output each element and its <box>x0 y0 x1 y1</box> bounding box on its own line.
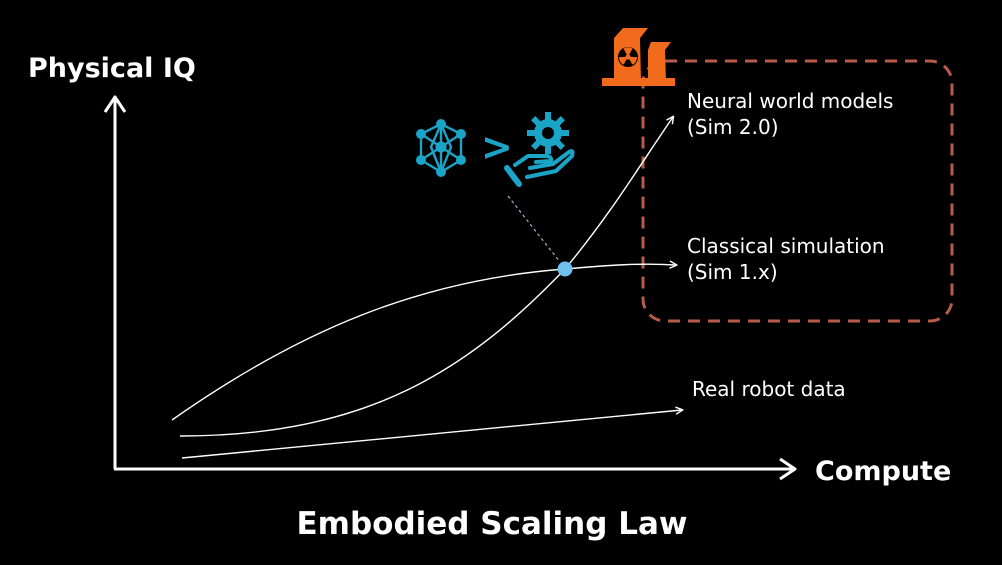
x-axis-arrowhead <box>779 457 797 481</box>
x-axis-label: Compute <box>815 456 951 487</box>
real-robot-data-label: Real robot data <box>692 377 846 401</box>
diagram-title: Embodied Scaling Law <box>296 506 687 542</box>
sim-region-dashed-box <box>641 59 954 323</box>
neural-world-models-curve <box>179 115 675 437</box>
real-robot-data-curve <box>181 406 684 459</box>
classical-simulation-curve <box>171 260 678 421</box>
neural-network-icon <box>416 119 466 177</box>
classical-simulation-label-line2: (Sim 1.x) <box>687 260 778 284</box>
classical-simulation-label: Classical simulation (Sim 1.x) <box>687 234 891 284</box>
real-robot-data-label-line1: Real robot data <box>692 377 846 401</box>
y-axis-label: Physical IQ <box>28 53 196 84</box>
y-axis-arrowhead <box>103 95 127 113</box>
intersection-dot <box>557 261 573 277</box>
greater-than-symbol: > <box>481 125 513 169</box>
classical-simulation-label-line1: Classical simulation <box>687 234 885 258</box>
intersection-connector <box>507 195 561 263</box>
neural-world-models-label-line1: Neural world models <box>687 89 893 113</box>
neural-world-models-label-line2: (Sim 2.0) <box>687 115 779 139</box>
neural-world-models-label: Neural world models (Sim 2.0) <box>687 89 900 139</box>
hand-with-gear-icon <box>504 112 575 187</box>
nuclear-power-plant-icon <box>602 28 675 86</box>
